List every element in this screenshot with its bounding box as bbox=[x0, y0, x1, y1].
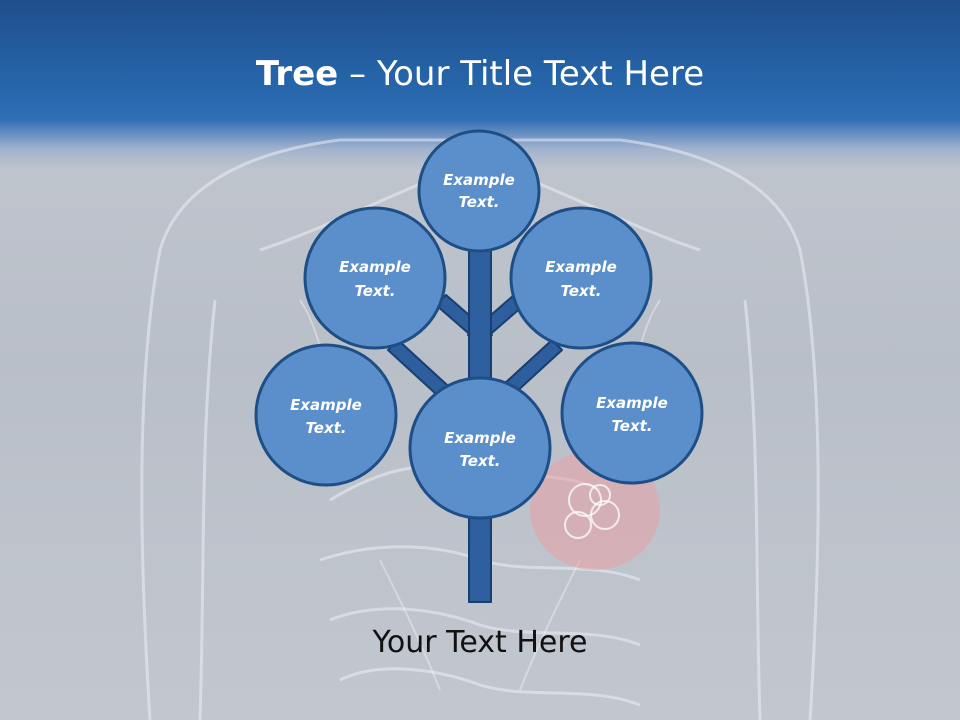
tree-node-lower-left[interactable]: Example Text. bbox=[254, 343, 398, 487]
tree-node-top[interactable]: Example Text. bbox=[417, 129, 541, 253]
node-upper-right-line2: Text. bbox=[560, 282, 601, 300]
node-top-line1: Example bbox=[443, 171, 515, 189]
title-bold-word: Tree bbox=[255, 54, 339, 94]
node-upper-right-line1: Example bbox=[545, 258, 617, 276]
node-lower-right-line1: Example bbox=[596, 394, 668, 412]
tree-node-center[interactable]: Example Text. bbox=[408, 376, 552, 520]
node-center-line2: Text. bbox=[459, 452, 500, 470]
node-lower-left-line1: Example bbox=[290, 396, 362, 414]
node-upper-left-line1: Example bbox=[339, 258, 411, 276]
node-top-line2: Text. bbox=[458, 193, 499, 211]
slide-title: Tree – Your Title Text Here bbox=[0, 52, 960, 96]
bottom-caption: Your Text Here bbox=[372, 625, 588, 660]
title-separator: – bbox=[338, 54, 377, 94]
tree-node-lower-right[interactable]: Example Text. bbox=[560, 341, 704, 485]
tree-node-upper-right[interactable]: Example Text. bbox=[509, 206, 653, 350]
node-upper-left-line2: Text. bbox=[354, 282, 395, 300]
node-lower-left-line2: Text. bbox=[305, 419, 346, 437]
tree-node-upper-left[interactable]: Example Text. bbox=[303, 206, 447, 350]
title-text: Your Title Text Here bbox=[376, 54, 705, 94]
node-center-line1: Example bbox=[444, 429, 516, 447]
node-lower-right-line2: Text. bbox=[611, 417, 652, 435]
